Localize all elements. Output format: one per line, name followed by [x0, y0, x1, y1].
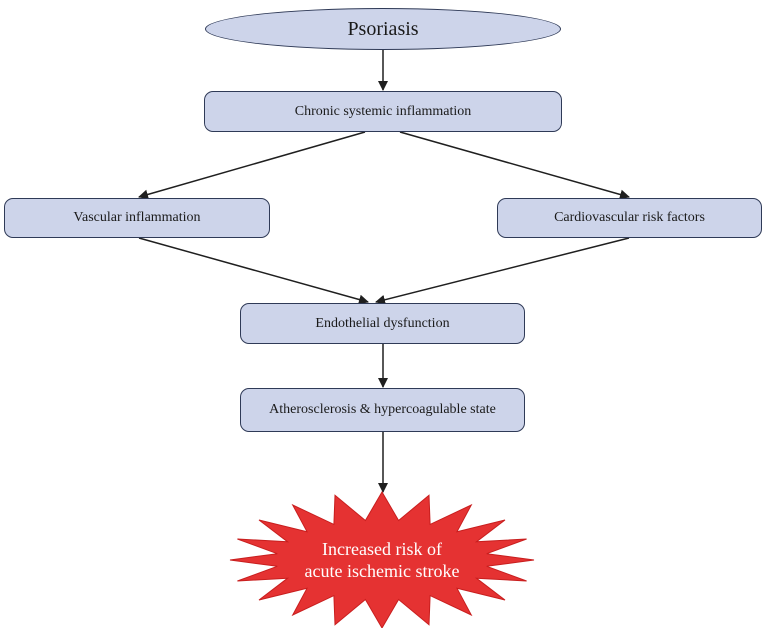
node-endothelial-dysfunction: Endothelial dysfunction [240, 303, 525, 344]
node-increased-stroke-risk: Increased risk of acute ischemic stroke [226, 488, 538, 628]
arrow-cardio-to-endothelial [375, 237, 630, 305]
node-vascular-label: Vascular inflammation [73, 210, 201, 225]
node-stroke-text: Increased risk of acute ischemic stroke [226, 488, 538, 628]
node-cardio-label: Cardiovascular risk factors [554, 210, 705, 225]
node-psoriasis-label: Psoriasis [347, 17, 419, 40]
node-chronic-label: Chronic systemic inflammation [294, 103, 472, 119]
starburst-shape [229, 491, 535, 628]
arrow-vascular-to-endothelial [138, 237, 369, 305]
node-athero-label: Atherosclerosis & hypercoagulable state [269, 402, 496, 417]
arrow-chronic-to-vascular [138, 131, 366, 200]
node-stroke-line1: Increased risk of [322, 539, 442, 559]
node-stroke-line2: acute ischemic stroke [304, 561, 460, 581]
node-vascular-inflammation: Vascular inflammation [4, 198, 270, 238]
node-atherosclerosis: Atherosclerosis & hypercoagulable state [240, 388, 525, 432]
arrow-chronic-to-cardio [399, 131, 630, 200]
node-psoriasis: Psoriasis [205, 8, 561, 50]
node-chronic-systemic-inflammation: Chronic systemic inflammation [204, 91, 562, 132]
node-endothelial-label: Endothelial dysfunction [315, 315, 450, 331]
node-cardiovascular-risk-factors: Cardiovascular risk factors [497, 198, 762, 238]
